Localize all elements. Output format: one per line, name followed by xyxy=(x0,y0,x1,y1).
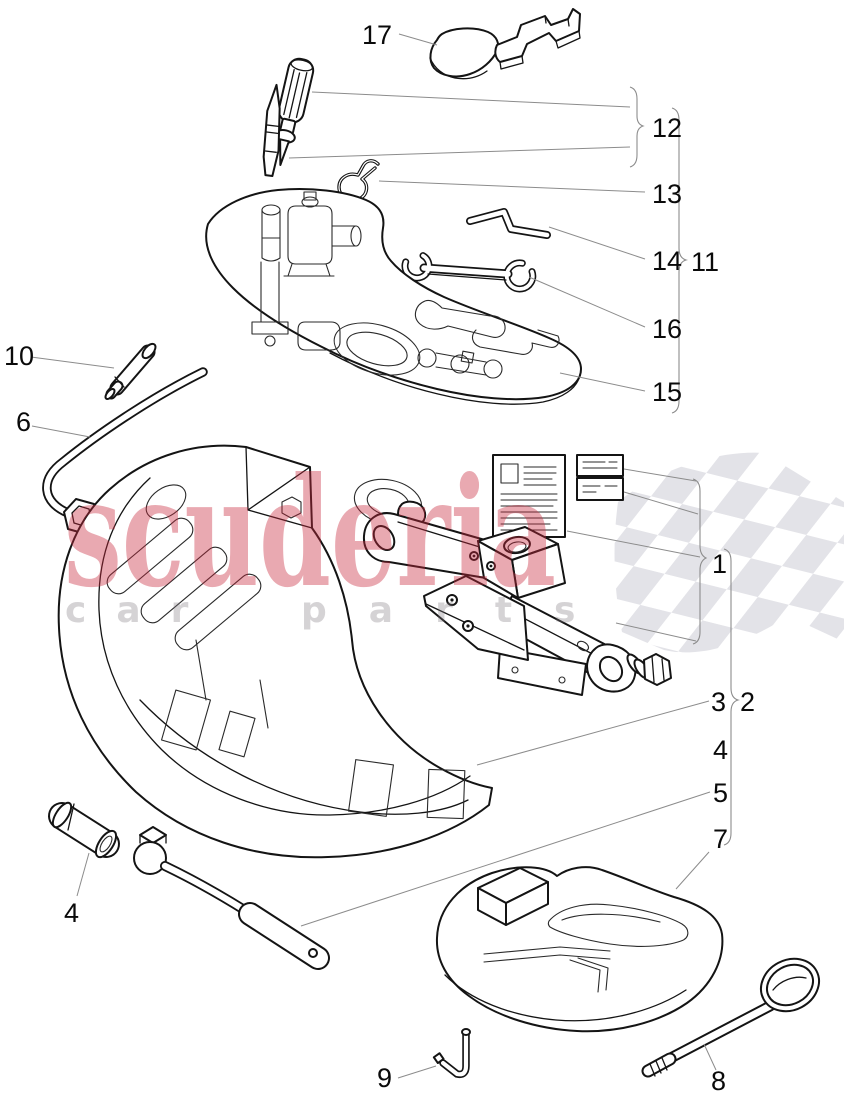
scissor-jack xyxy=(362,500,672,696)
extension-tube xyxy=(104,342,157,400)
reamer-pin xyxy=(262,83,281,178)
leader-12-bottom xyxy=(288,146,631,159)
callout-9: 9 xyxy=(377,1063,392,1093)
instruction-sheet xyxy=(492,454,566,538)
leader-3 xyxy=(476,700,710,766)
callout-6: 6 xyxy=(16,407,31,437)
lower-foam-insert xyxy=(435,866,724,1033)
callout-16: 16 xyxy=(652,314,682,344)
brace-12 xyxy=(629,86,645,168)
watermark-brand-text: scuderia xyxy=(64,445,556,621)
open-end-wrench xyxy=(401,252,537,293)
leader-10 xyxy=(30,356,115,369)
towing-eye-bolt xyxy=(641,957,820,1078)
callout-11: 11 xyxy=(691,247,719,277)
leader-8 xyxy=(703,1043,717,1071)
leader-1-sticker2 xyxy=(623,491,699,515)
leader-1-sticker1 xyxy=(623,468,697,482)
leader-17 xyxy=(398,33,438,46)
leader-1-document xyxy=(566,530,701,558)
callout-14: 14 xyxy=(652,246,682,276)
warning-sticker-2 xyxy=(576,477,624,501)
brace-2 xyxy=(723,548,740,846)
wheel-bolt-socket xyxy=(48,801,120,859)
callout-labels: 17 12 13 14 11 16 15 10 6 1 3 2 4 5 7 4 … xyxy=(4,20,755,1096)
brace-11 xyxy=(671,107,688,414)
upper-tool-foam-tray xyxy=(205,188,582,405)
crescent-foam-tray xyxy=(57,444,493,859)
leader-9 xyxy=(397,1065,437,1079)
leader-16 xyxy=(528,276,646,328)
leader-12-top xyxy=(311,91,631,108)
grouping-braces xyxy=(629,86,740,846)
callout-1: 1 xyxy=(712,549,727,579)
brace-1 xyxy=(692,478,708,645)
warning-sticker xyxy=(576,454,624,477)
callout-10: 10 xyxy=(4,341,34,371)
watermark-sub-left: car xyxy=(65,590,218,631)
leader-5 xyxy=(300,791,711,927)
torx-key xyxy=(432,1028,471,1079)
callout-17: 17 xyxy=(362,20,392,50)
lug-wrench xyxy=(42,367,208,535)
leader-7 xyxy=(675,851,710,890)
trim-removal-paddle xyxy=(429,8,581,80)
callout-15: 15 xyxy=(652,377,682,407)
callout-4: 4 xyxy=(64,898,79,928)
watermark-sub-right: parts xyxy=(301,590,617,631)
callout-5: 5 xyxy=(713,778,728,808)
leader-13 xyxy=(378,180,646,193)
ratchet-handle xyxy=(133,826,330,970)
callout-7: 7 xyxy=(713,824,728,854)
callout-2: 2 xyxy=(740,687,755,717)
callout-8: 8 xyxy=(711,1066,726,1096)
leader-lines xyxy=(30,33,717,1079)
jack-crank-handle xyxy=(466,208,551,239)
callout-4-kit: 4 xyxy=(713,735,728,765)
leader-6 xyxy=(31,425,91,438)
leader-4 xyxy=(76,852,90,897)
leader-14 xyxy=(548,226,646,260)
callout-12: 12 xyxy=(652,113,682,143)
brand-watermark: scuderia car parts xyxy=(64,445,617,631)
leader-15 xyxy=(559,372,646,392)
spring-clip xyxy=(337,159,380,202)
leader-1-jack xyxy=(615,622,697,642)
callout-13: 13 xyxy=(652,179,682,209)
callout-3: 3 xyxy=(711,687,726,717)
